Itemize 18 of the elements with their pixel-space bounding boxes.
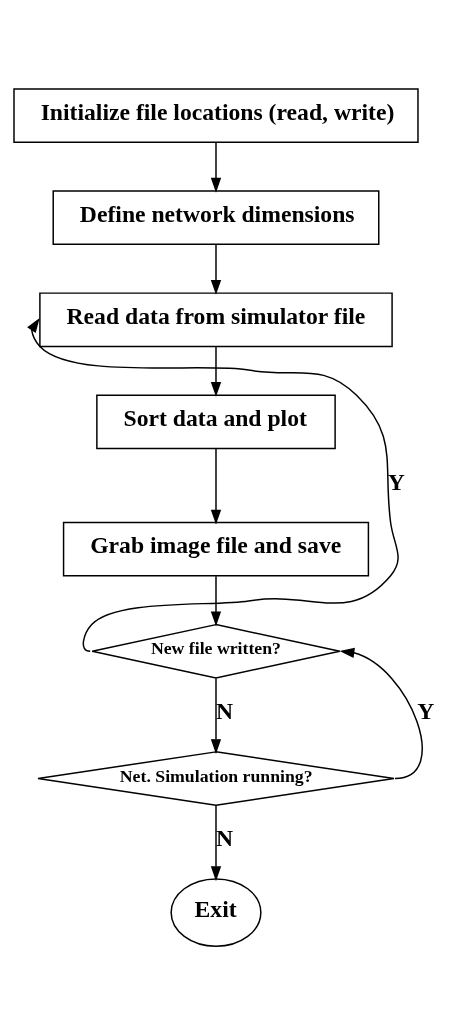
arrow <box>210 447 222 525</box>
node-ellipse: Exit <box>170 877 262 947</box>
arrow <box>210 243 222 295</box>
node-diamond: New file written? <box>91 623 341 679</box>
arrow <box>339 647 423 779</box>
node-box: Sort data and plot <box>96 394 336 449</box>
edge-label: Y <box>417 697 435 724</box>
arrow <box>27 317 399 652</box>
arrow <box>210 804 222 881</box>
node-box: Read data from simulator file <box>39 291 393 347</box>
arrow <box>210 345 222 397</box>
node-box: Grab image file and save <box>62 521 370 576</box>
arrow <box>210 141 222 193</box>
node-box: Initialize file locations (read, write) <box>13 87 419 143</box>
arrow <box>210 677 222 754</box>
arrow <box>210 574 222 626</box>
node-diamond: Net. Simulation running? <box>37 750 395 806</box>
node-box: Define network dimensions <box>52 189 380 245</box>
